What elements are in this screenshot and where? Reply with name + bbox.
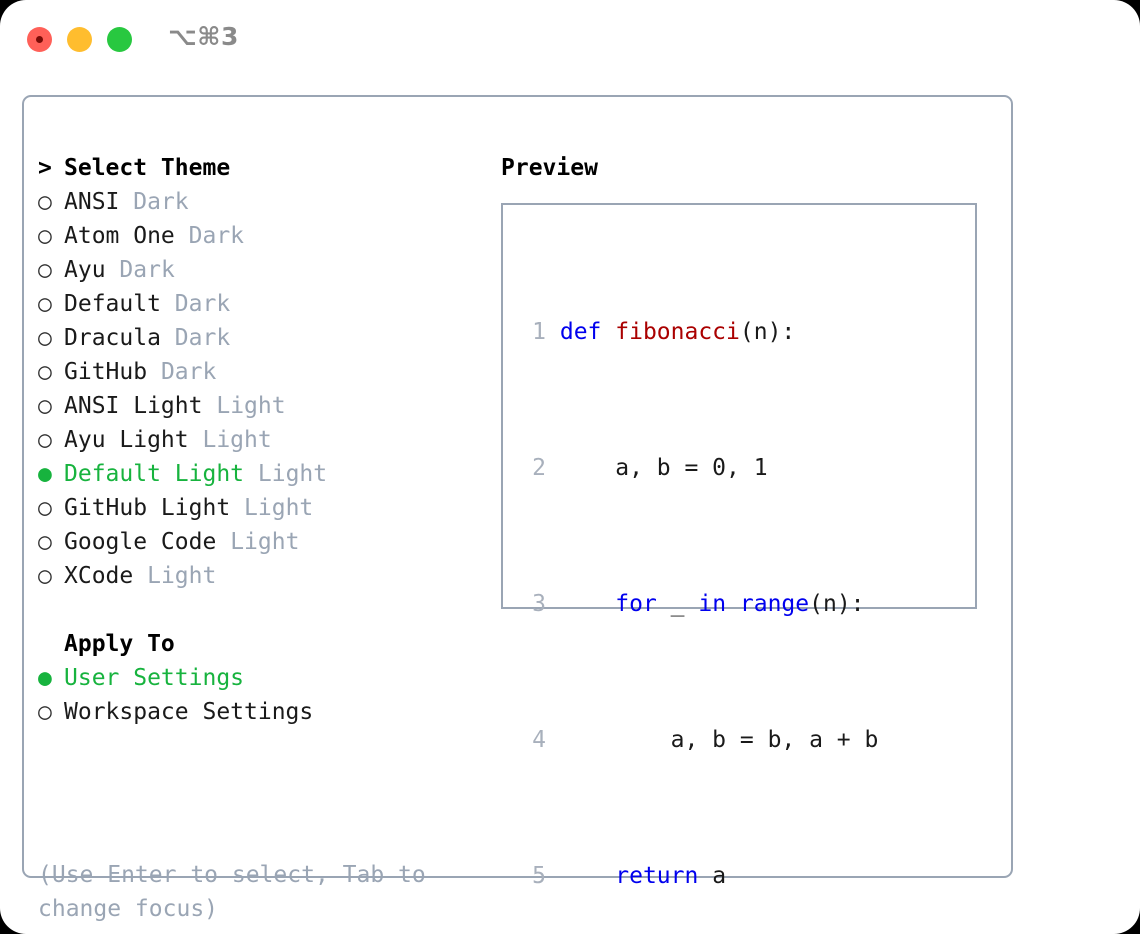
code-token: _ <box>656 591 699 617</box>
theme-option-google-code-light[interactable]: ○ Google Code Light <box>38 525 488 559</box>
list-spacer <box>38 593 488 627</box>
theme-option-default-dark[interactable]: ○ Default Dark <box>38 287 488 321</box>
radio-unselected-icon: ○ <box>38 359 52 385</box>
code-line: 5 return a <box>520 859 920 893</box>
theme-tag: Dark <box>119 257 175 283</box>
radio-unselected-icon: ○ <box>38 495 52 521</box>
radio-unselected-icon: ○ <box>38 563 52 589</box>
code-token: return <box>615 863 699 889</box>
minimize-window-button[interactable] <box>67 27 92 52</box>
theme-name: ANSI Light <box>64 393 203 419</box>
theme-name: Ayu <box>64 257 106 283</box>
code-line: 4 a, b = b, a + b <box>520 723 920 757</box>
prompt-caret-icon: > <box>38 155 52 181</box>
theme-option-default-light[interactable]: ● Default Light Light <box>38 457 488 491</box>
preview-title: Preview <box>501 155 598 181</box>
theme-option-ayu-dark[interactable]: ○ Ayu Dark <box>38 253 488 287</box>
radio-unselected-icon: ○ <box>38 427 52 453</box>
theme-list: >Select Theme ○ANSI Dark ○Atom One Dark … <box>38 151 488 729</box>
radio-selected-icon: ● <box>38 461 52 487</box>
theme-name: ANSI <box>64 189 120 215</box>
radio-unselected-icon: ○ <box>38 325 52 351</box>
theme-option-atom-one-dark[interactable]: ○ Atom One Dark <box>38 219 488 253</box>
radio-unselected-icon: ○ <box>38 189 52 215</box>
theme-name: Default <box>64 291 161 317</box>
theme-tag: Dark <box>174 291 231 317</box>
code-line: 1 def fibonacci(n): <box>520 315 920 349</box>
code-token: (n): <box>739 319 796 345</box>
line-number: 3 <box>532 591 546 617</box>
preview-box: 1 def fibonacci(n): 2 a, b = 0, 1 3 for … <box>501 203 977 889</box>
line-number: 2 <box>532 455 546 481</box>
code-token: a <box>698 863 727 889</box>
theme-tag: Light <box>202 427 272 453</box>
theme-tag: Dark <box>174 325 231 351</box>
preview-section: Preview <box>501 151 598 185</box>
code-preview: 1 def fibonacci(n): 2 a, b = 0, 1 3 for … <box>520 247 920 934</box>
title-bar: ⌥⌘3 <box>0 0 1140 78</box>
code-token: a, b = b, a + b <box>559 727 879 753</box>
radio-selected-icon: ● <box>38 665 52 691</box>
theme-list-header-label: Select Theme <box>64 155 231 181</box>
apply-to-label: Workspace Settings <box>64 699 314 725</box>
code-token <box>560 863 615 889</box>
theme-option-xcode-light[interactable]: ○ XCode Light <box>38 559 488 593</box>
code-token: a, b = 0, 1 <box>559 455 768 481</box>
code-token <box>560 591 615 617</box>
theme-name: GitHub <box>64 359 148 385</box>
theme-tag: Light <box>216 393 286 419</box>
theme-option-github-light[interactable]: ○ GitHub Light Light <box>38 491 488 525</box>
line-number: 1 <box>532 319 546 345</box>
theme-name: Ayu Light <box>64 427 189 453</box>
code-token: for <box>615 591 657 617</box>
apply-to-label: User Settings <box>64 665 245 691</box>
keyboard-shortcut-label: ⌥⌘3 <box>168 22 239 51</box>
theme-option-ayu-light[interactable]: ○ Ayu Light Light <box>38 423 488 457</box>
radio-unselected-icon: ○ <box>38 223 52 249</box>
theme-name: Atom One <box>64 223 175 249</box>
theme-option-github-dark[interactable]: ○ GitHub Dark <box>38 355 488 389</box>
radio-unselected-icon: ○ <box>38 291 52 317</box>
radio-unselected-icon: ○ <box>38 529 52 555</box>
radio-unselected-icon: ○ <box>38 699 52 725</box>
keyboard-hint-text: (Use Enter to select, Tab to change focu… <box>38 862 440 922</box>
code-line: 3 for _ in range(n): <box>520 587 920 621</box>
line-number: 4 <box>532 727 546 753</box>
theme-tag: Light <box>257 461 328 487</box>
theme-tag: Dark <box>160 359 217 385</box>
theme-name: GitHub Light <box>64 495 231 521</box>
theme-option-ansi-light[interactable]: ○ ANSI Light Light <box>38 389 488 423</box>
theme-tag: Dark <box>133 189 189 215</box>
theme-list-header: > Select Theme <box>38 151 488 185</box>
theme-name: Dracula <box>64 325 161 351</box>
code-token: in range <box>698 591 810 617</box>
theme-selector-panel: >Select Theme ○ANSI Dark ○Atom One Dark … <box>22 95 1013 922</box>
maximize-window-button[interactable] <box>107 27 132 52</box>
radio-unselected-icon: ○ <box>38 393 52 419</box>
theme-option-ansi-dark[interactable]: ○ ANSI Dark <box>38 185 488 219</box>
code-token: fibonacci <box>615 319 740 345</box>
code-line: 2 a, b = 0, 1 <box>520 451 920 485</box>
apply-to-option-user-settings[interactable]: ● User Settings <box>38 661 488 695</box>
radio-unselected-icon: ○ <box>38 257 52 283</box>
theme-option-dracula-dark[interactable]: ○ Dracula Dark <box>38 321 488 355</box>
theme-tag: Dark <box>188 223 245 249</box>
theme-tag: Light <box>147 563 217 589</box>
theme-name: Default Light <box>64 461 245 487</box>
theme-name: XCode <box>64 563 134 589</box>
apply-to-header: Apply To <box>64 631 175 657</box>
theme-tag: Light <box>244 495 314 521</box>
code-token: def <box>559 319 616 345</box>
theme-tag: Light <box>230 529 300 555</box>
theme-name: Google Code <box>64 529 217 555</box>
line-number: 5 <box>532 863 546 889</box>
close-icon <box>36 36 43 43</box>
apply-to-option-workspace-settings[interactable]: ○ Workspace Settings <box>38 695 488 729</box>
code-token: (n): <box>809 591 865 617</box>
